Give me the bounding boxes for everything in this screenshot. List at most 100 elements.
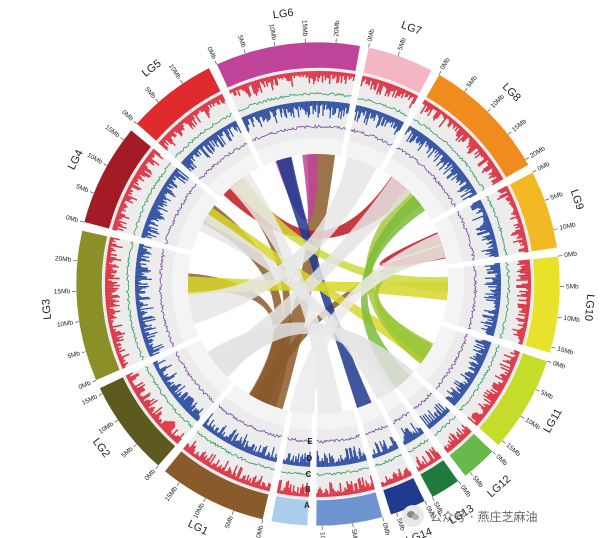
- track-bar-track_d: [135, 264, 141, 266]
- track-bar-track_b: [487, 161, 493, 166]
- track-bar-track_d: [142, 229, 148, 233]
- track-line-track_c: [133, 162, 171, 236]
- track-bar-track_d: [332, 101, 335, 115]
- track-bar-track_d: [135, 282, 141, 284]
- track-bar-track_b: [247, 477, 252, 486]
- track-bar-track_b: [183, 443, 189, 450]
- track-bar-track_d: [342, 102, 345, 111]
- track-bar-track_d: [155, 199, 168, 207]
- track-bar-track_b: [432, 108, 441, 119]
- track-bar-track_b: [293, 72, 296, 79]
- track-bar-track_b: [466, 143, 479, 154]
- track-line-track_c: [238, 91, 352, 112]
- track-bar-track_d: [204, 139, 215, 153]
- track-bar-track_d: [481, 236, 495, 241]
- track-bar-track_b: [505, 195, 513, 200]
- track-bar-track_b: [384, 83, 391, 97]
- track-panel-lg12: [406, 385, 474, 456]
- track-bar-track_d: [247, 446, 252, 454]
- track-bar-track_b: [154, 416, 160, 422]
- track-bar-track_b: [213, 459, 220, 471]
- link-lg13-lg4: [199, 214, 394, 400]
- track-bar-track_d: [145, 220, 159, 227]
- track-bar-track_d: [487, 326, 496, 330]
- track-line-track_e: [396, 147, 456, 208]
- track-bar-track_b: [187, 445, 195, 454]
- track-bar-track_b: [394, 86, 401, 99]
- track-bar-track_b: [117, 353, 122, 357]
- track-bar-track_d: [484, 264, 501, 268]
- track-bar-track_d: [136, 262, 147, 266]
- track-bar-track_b: [446, 443, 453, 451]
- chromosome-lg7: [362, 47, 433, 94]
- track-bar-track_b: [218, 468, 222, 474]
- track-bar-track_b: [518, 336, 525, 339]
- tick-label: 10Mb: [86, 152, 104, 166]
- track-bar-track_b: [185, 446, 191, 452]
- track-bar-track_d: [184, 157, 192, 165]
- track-bar-track_d: [488, 253, 499, 257]
- track-bar-track_d: [489, 232, 494, 235]
- track-bar-track_d: [468, 371, 477, 377]
- track-bar-track_b: [404, 89, 408, 94]
- track-bar-track_b: [232, 472, 237, 480]
- track-bar-track_d: [146, 345, 153, 349]
- track-bar-track_d: [166, 180, 178, 189]
- track-bar-track_b: [167, 131, 173, 137]
- track-line-track_e: [457, 210, 475, 261]
- track-bar-track_b: [298, 492, 300, 497]
- track-bar-track_b: [170, 434, 175, 439]
- track-bar-track_d: [162, 376, 169, 381]
- track-bar-track_b: [276, 74, 279, 79]
- track-bar-track_d: [140, 327, 152, 332]
- track-bar-track_b: [434, 106, 438, 111]
- track-bar-track_d: [353, 446, 359, 463]
- track-bar-track_b: [302, 71, 305, 78]
- track-bar-track_d: [331, 455, 334, 467]
- track-bar-track_b: [468, 144, 480, 154]
- track-bar-track_b: [274, 75, 279, 86]
- track-bar-track_b: [116, 212, 126, 217]
- track-bar-track_d: [135, 287, 147, 289]
- track-bar-track_b: [337, 72, 341, 83]
- inner-panel-lg14: [357, 400, 383, 424]
- track-bar-track_b: [468, 137, 474, 143]
- track-bar-track_b: [144, 402, 151, 409]
- track-bar-track_b: [526, 302, 531, 305]
- track-bar-track_b: [241, 475, 247, 484]
- track-bar-track_b: [513, 333, 525, 338]
- track-bar-track_d: [156, 195, 164, 201]
- track-bar-track_d: [330, 456, 333, 467]
- track-bar-track_b: [386, 83, 392, 94]
- tick-mark: [424, 500, 427, 505]
- track-bar-track_b: [491, 166, 497, 170]
- track-bar-track_d: [289, 460, 291, 465]
- track-bar-track_b: [105, 286, 114, 288]
- track-bar-track_b: [133, 383, 146, 392]
- track-bar-track_d: [478, 207, 485, 212]
- track-bar-track_d: [294, 456, 297, 466]
- track-bar-track_b: [486, 395, 497, 403]
- track-bar-track_d: [153, 202, 159, 207]
- track-bar-track_d: [490, 289, 501, 292]
- track-bar-track_d: [389, 445, 393, 452]
- track-bar-track_b: [188, 113, 198, 126]
- track-bar-track_b: [524, 317, 529, 320]
- track-bar-track_b: [282, 73, 285, 78]
- track-bar-track_b: [142, 399, 151, 406]
- track-bar-track_b: [159, 140, 169, 149]
- track-bar-track_b: [334, 490, 337, 497]
- track-bar-track_d: [135, 285, 150, 288]
- track-bar-track_d: [158, 371, 164, 376]
- track-bar-track_d: [419, 415, 431, 430]
- track-bar-track_b: [518, 299, 531, 302]
- track-bar-track_d: [186, 156, 194, 164]
- track-bar-track_b: [513, 356, 518, 360]
- track-bar-track_d: [209, 424, 216, 432]
- track-bar-track_d: [456, 169, 462, 175]
- track-bar-track_b: [308, 71, 311, 84]
- track-bar-track_b: [237, 478, 241, 482]
- track-bar-track_d: [242, 116, 250, 131]
- track-bar-track_b: [217, 464, 223, 473]
- track-bar-track_b: [172, 434, 179, 441]
